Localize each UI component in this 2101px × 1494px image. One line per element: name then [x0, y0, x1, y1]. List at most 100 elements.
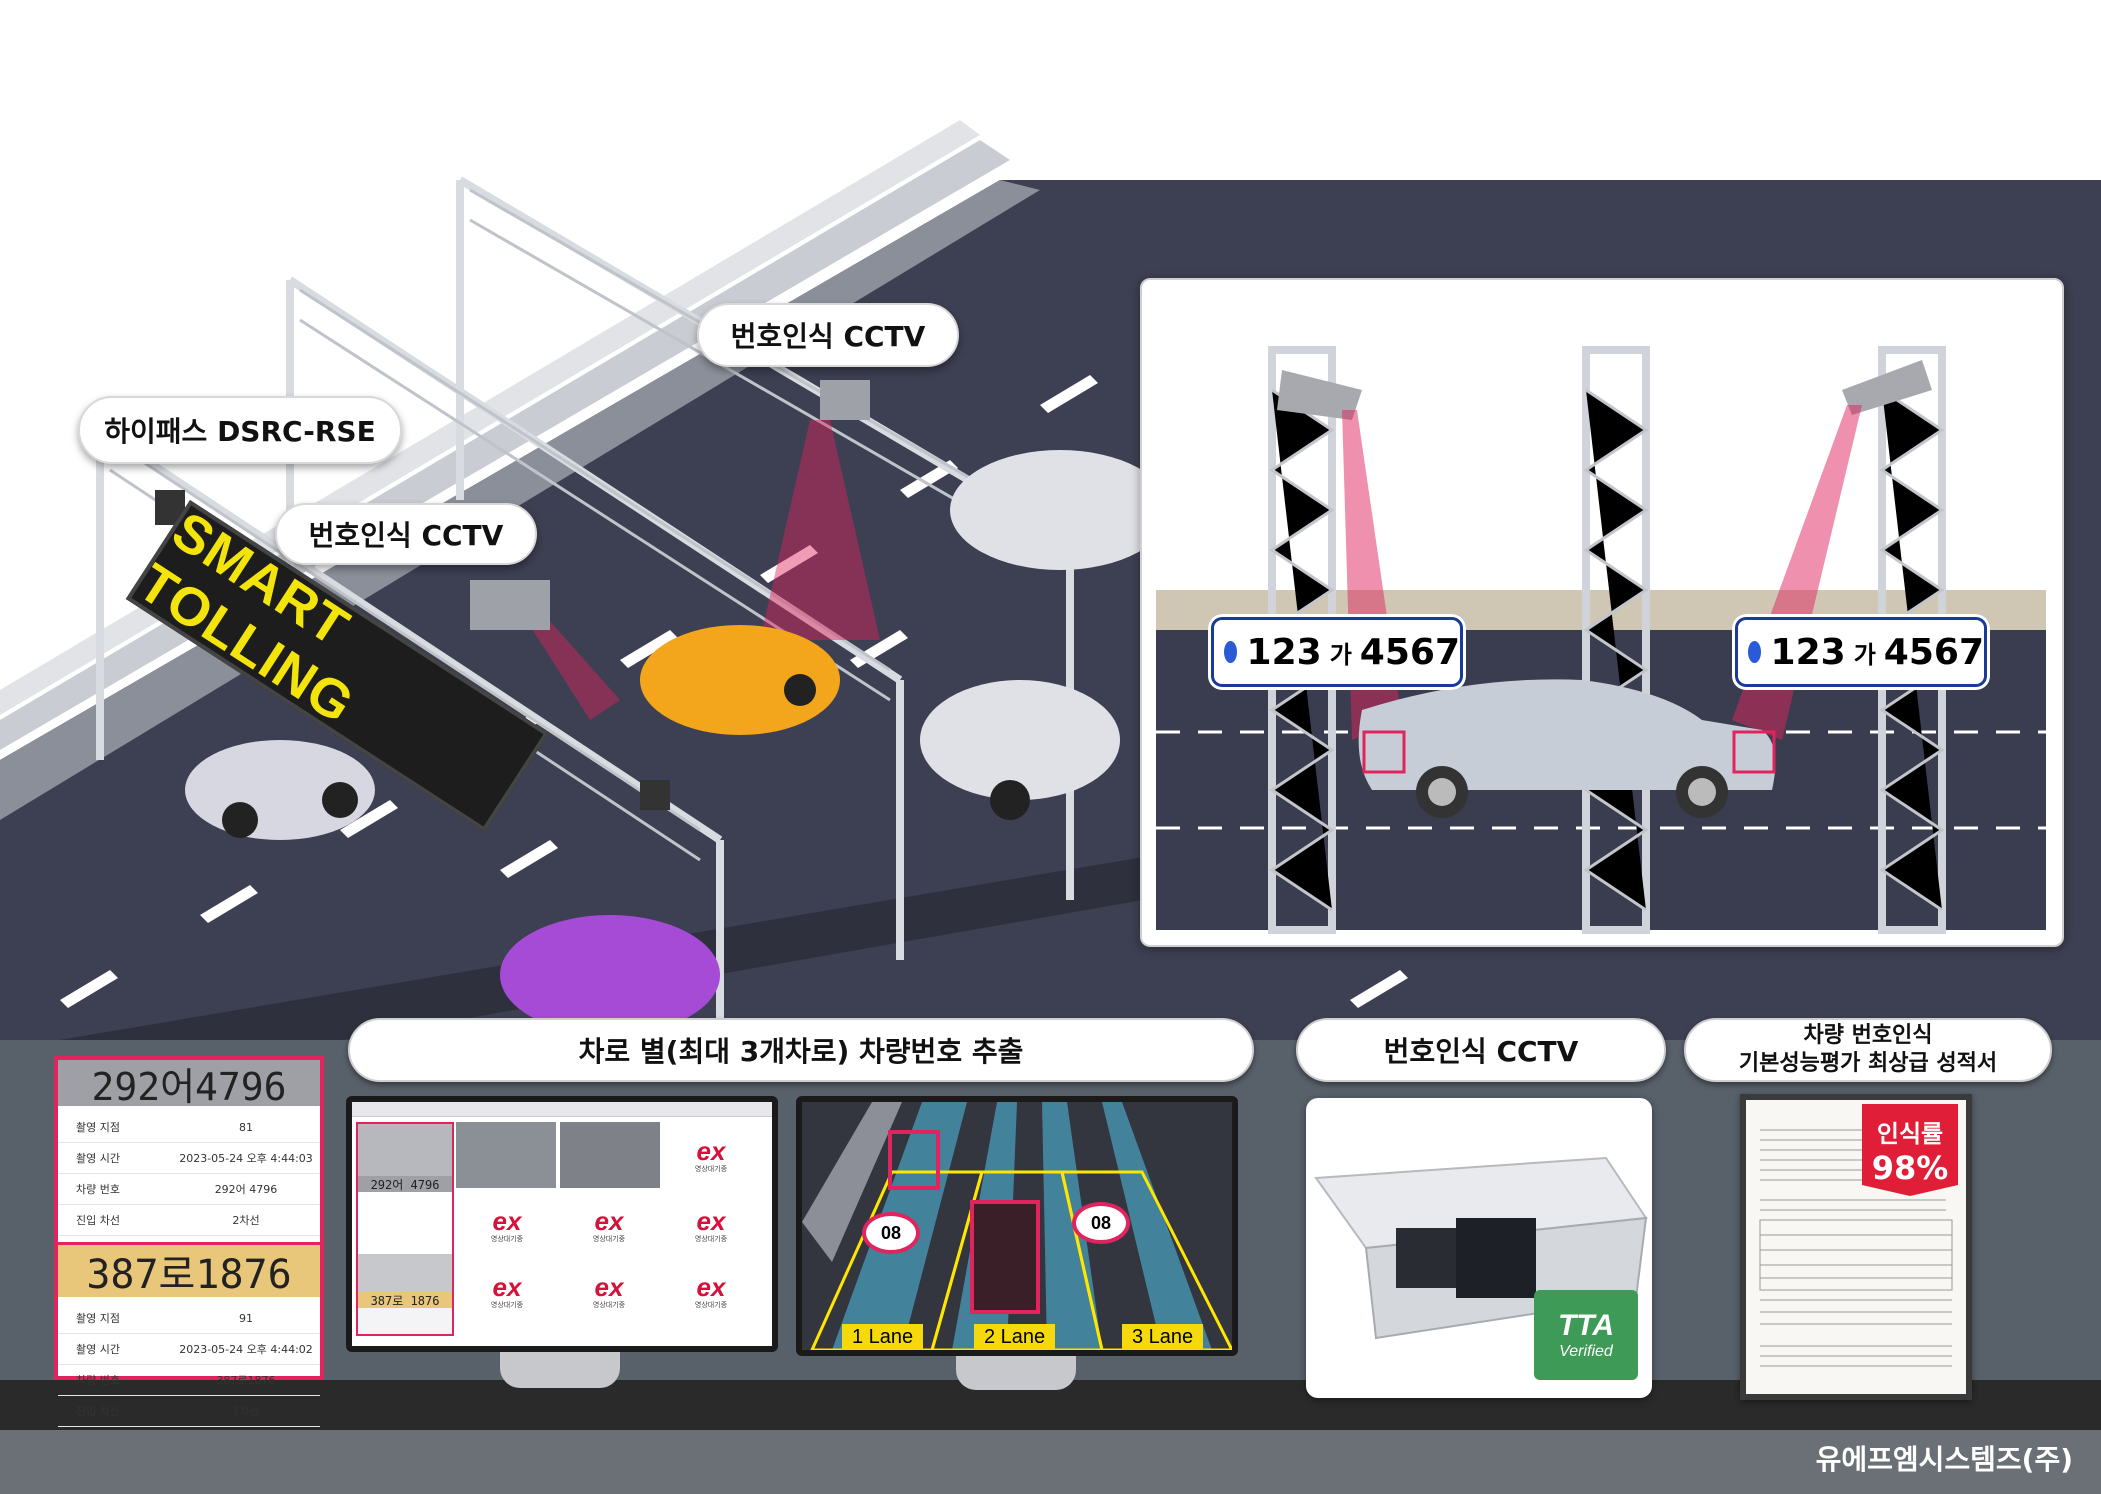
sidebar-info-block: [358, 1192, 452, 1254]
callout-cctv-top: 번호인식 CCTV: [697, 303, 959, 367]
speed-sign-2: 08: [1072, 1202, 1130, 1244]
recognition-info-panel: 292어4796 촬영 지점 81 촬영 시간 2023-05-24 오후 4:44…: [54, 1056, 324, 1427]
ex-logo: ex: [492, 1272, 522, 1302]
ex-logo-sub: 영상대기중: [592, 1235, 626, 1243]
cctv-camera-graphic: [1314, 1156, 1648, 1340]
captured-plate-2-text: 387로1876: [86, 1252, 292, 1298]
monitor-stand: [956, 1356, 1076, 1390]
sidebar-plate-b-text: 387로 1876: [370, 1294, 440, 1308]
callout-cctv-left: 번호인식 CCTV: [275, 503, 537, 565]
info-value: 387로1876: [216, 1374, 276, 1387]
sidebar-plate-b: 387로 1876: [358, 1292, 452, 1308]
plate-emblem-icon: [1224, 641, 1237, 663]
captured-plate-2: 387로1876: [58, 1242, 320, 1298]
info-row: 차량 번호 387로1876: [58, 1365, 320, 1396]
plate-recognition-inset: 123 가 4567 123 가 4567: [1140, 278, 2064, 947]
badge-title: 인식률: [1876, 1119, 1944, 1148]
info-value: 81: [239, 1120, 253, 1134]
info-key: 차량 번호: [76, 1374, 120, 1387]
software-toolbar: [352, 1102, 772, 1117]
sidebar-car-thumb: [358, 1254, 452, 1292]
ex-logo-sub: 영상대기중: [694, 1165, 728, 1173]
plate-right-mid: 가: [1853, 640, 1876, 669]
company-name: 유에프엠시스템즈(주): [1816, 1438, 2073, 1478]
lane-label-3: 3 Lane: [1122, 1324, 1204, 1350]
callout-cctv-top-label: 번호인식 CCTV: [730, 320, 926, 353]
info-value: 2023-05-24 오후 4:44:02: [179, 1343, 313, 1356]
section-cert-line2: 기본성능평가 최상급 성적서: [1738, 1051, 1998, 1076]
speed-sign-1: 08: [862, 1212, 920, 1254]
lane-label-1: 1 Lane: [842, 1324, 924, 1350]
callout-dsrc: 하이패스 DSRC-RSE: [78, 396, 402, 464]
info-row: 차량 번호 292어 4796: [58, 1174, 320, 1205]
ex-logo: ex: [594, 1206, 624, 1236]
monitor-stand: [500, 1352, 620, 1388]
info-value: 91: [239, 1311, 253, 1325]
badge-value: 98%: [1871, 1148, 1949, 1187]
info-key: 진입 차선: [76, 1405, 120, 1418]
section-lane-extract-label: 차로 별(최대 3개차로) 차량번호 추출: [578, 1035, 1024, 1068]
sidebar-plate-a-text: 292어 4796: [370, 1178, 440, 1192]
info-row: 촬영 지점 91: [58, 1303, 320, 1334]
lane-view-screen: 08 08 1 Lane 2 Lane 3 Lane: [802, 1102, 1232, 1350]
info-key: 촬영 시간: [76, 1152, 120, 1165]
info-key: 차량 번호: [76, 1183, 120, 1196]
info-row: 촬영 지점 81: [58, 1112, 320, 1143]
monitor-lane-view: 08 08 1 Lane 2 Lane 3 Lane: [796, 1096, 1238, 1356]
info-row: 촬영 시간 2023-05-24 오후 4:44:02: [58, 1334, 320, 1365]
section-certificate: 차량 번호인식 기본성능평가 최상급 성적서: [1684, 1018, 2052, 1082]
tta-verified-text: Verified: [1559, 1343, 1613, 1360]
inset-scene: [1156, 346, 2046, 934]
plate-right-num1: 123: [1770, 631, 1846, 673]
info-value: 292어 4796: [214, 1183, 278, 1196]
plate-left-num1: 123: [1246, 631, 1322, 673]
car-purple: [500, 915, 720, 1035]
info-key: 촬영 지점: [76, 1312, 120, 1325]
ex-logo-sub: 영상대기중: [490, 1235, 524, 1243]
info-key: 촬영 시간: [76, 1343, 120, 1356]
plate-left-num2: 4567: [1359, 631, 1460, 673]
ex-logo-sub: 영상대기중: [694, 1235, 728, 1243]
recognition-rate-badge: 인식률 98%: [1862, 1104, 1958, 1196]
camera-feed: [560, 1122, 660, 1188]
info-row: 진입 차선 1차선: [58, 1396, 320, 1427]
plate-left: 123 가 4567: [1208, 614, 1466, 690]
speed-sign-2-text: 08: [1090, 1213, 1112, 1233]
ex-logo: ex: [696, 1206, 726, 1236]
speed-sign-1-text: 08: [880, 1223, 902, 1243]
info-value: 2차선: [232, 1214, 260, 1227]
callout-cctv-left-label: 번호인식 CCTV: [308, 519, 504, 552]
info-value: 2023-05-24 오후 4:44:03: [179, 1152, 313, 1165]
company-name-text: 유에프엠시스템즈(주): [1815, 1443, 2073, 1476]
car-silver-top: [950, 450, 1170, 570]
ex-logo: ex: [594, 1272, 624, 1302]
ex-logo: ex: [492, 1206, 522, 1236]
ex-logo-sub: 영상대기중: [490, 1301, 524, 1309]
callout-dsrc-label: 하이패스 DSRC-RSE: [104, 415, 376, 448]
camera-feed: [456, 1122, 556, 1188]
ex-logo-sub: 영상대기중: [694, 1301, 728, 1309]
ex-logo-sub: 영상대기중: [592, 1301, 626, 1309]
captured-plate-1-text: 292어4796: [91, 1064, 287, 1109]
ex-logo: ex: [696, 1272, 726, 1302]
captured-plate-1: 292어4796: [58, 1060, 320, 1109]
plate-left-mid: 가: [1329, 640, 1352, 669]
car-white-right: [920, 680, 1120, 820]
info-value: 1차선: [232, 1405, 260, 1418]
info-row: 촬영 시간 2023-05-24 오후 4:44:03: [58, 1143, 320, 1174]
sidebar-plate-a: 292어 4796: [358, 1176, 452, 1192]
info-key: 촬영 지점: [76, 1121, 120, 1134]
software-sidebar: 292어 4796 387로 1876: [356, 1122, 454, 1336]
section-cert-line1: 차량 번호인식: [1803, 1023, 1933, 1048]
ex-logo: ex: [696, 1136, 726, 1166]
